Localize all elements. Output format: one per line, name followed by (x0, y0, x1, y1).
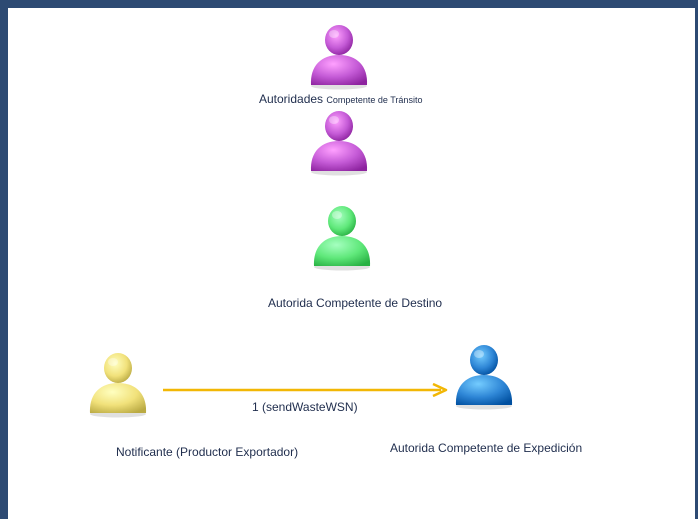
transit-authority-actor-bottom (303, 108, 375, 176)
person-icon (310, 25, 368, 90)
message-arrow (163, 383, 453, 397)
notifier-actor (82, 350, 154, 418)
transit-authority-label-main: Autoridades (259, 92, 324, 106)
message-label: 1 (sendWasteWSN) (252, 400, 358, 414)
expedition-authority-actor (448, 342, 520, 410)
transit-authority-label: Autoridades Competente de Tránsito (259, 92, 422, 106)
destination-authority-label: Autorida Competente de Destino (268, 296, 443, 310)
transit-authority-label-small: Competente de Tránsito (326, 95, 423, 105)
notifier-label: Notificante (Productor Exportador) (116, 445, 299, 459)
person-icon (310, 111, 368, 176)
person-icon (89, 353, 147, 418)
destination-authority-actor (306, 203, 378, 271)
person-icon (455, 345, 513, 410)
expedition-authority-label: Autorida Competente de Expedición (390, 441, 583, 455)
transit-authority-actor-top (303, 22, 375, 90)
person-icon (313, 206, 371, 271)
